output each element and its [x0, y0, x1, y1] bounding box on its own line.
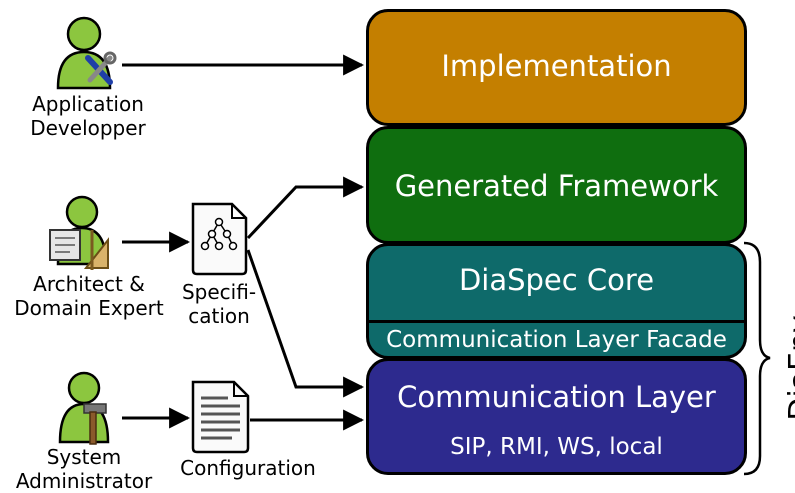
generated-framework-layer: Generated Framework: [366, 126, 747, 244]
arrow-specification-to-framework: [246, 176, 365, 240]
communication-layer: Communication Layer SIP, RMI, WS, local: [366, 358, 747, 475]
diaenv-brace: [743, 241, 771, 476]
blueprint-icon: [49, 229, 109, 270]
implementation-label: Implementation: [441, 49, 672, 83]
tools-icon: [85, 51, 117, 85]
architect-label: Architect & Domain Expert: [14, 272, 164, 320]
generated-framework-label: Generated Framework: [394, 169, 719, 203]
configuration-label: Configuration: [180, 456, 316, 480]
implementation-layer: Implementation: [366, 9, 747, 126]
hammer-icon: [83, 403, 107, 445]
communication-label: Communication Layer: [397, 380, 716, 414]
arrow-specification-to-communication: [246, 249, 365, 398]
specification-label: Specifi- cation: [181, 280, 257, 328]
diaspec-core-label: DiaSpec Core: [458, 263, 655, 297]
diaenv-label: DiaEnv: [783, 315, 795, 421]
developer-label: Application Developper: [30, 92, 146, 140]
facade-divider: [369, 320, 744, 323]
facade-label: Communication Layer Facade: [386, 327, 727, 353]
diaspec-core-layer: DiaSpec Core Communication Layer Facade: [366, 243, 747, 359]
developer-person-icon: [56, 16, 112, 90]
protocols-label: SIP, RMI, WS, local: [450, 434, 663, 460]
admin-label: System Administrator: [15, 445, 153, 493]
configuration-document-icon: [191, 380, 250, 454]
specification-document-icon: [191, 202, 248, 276]
